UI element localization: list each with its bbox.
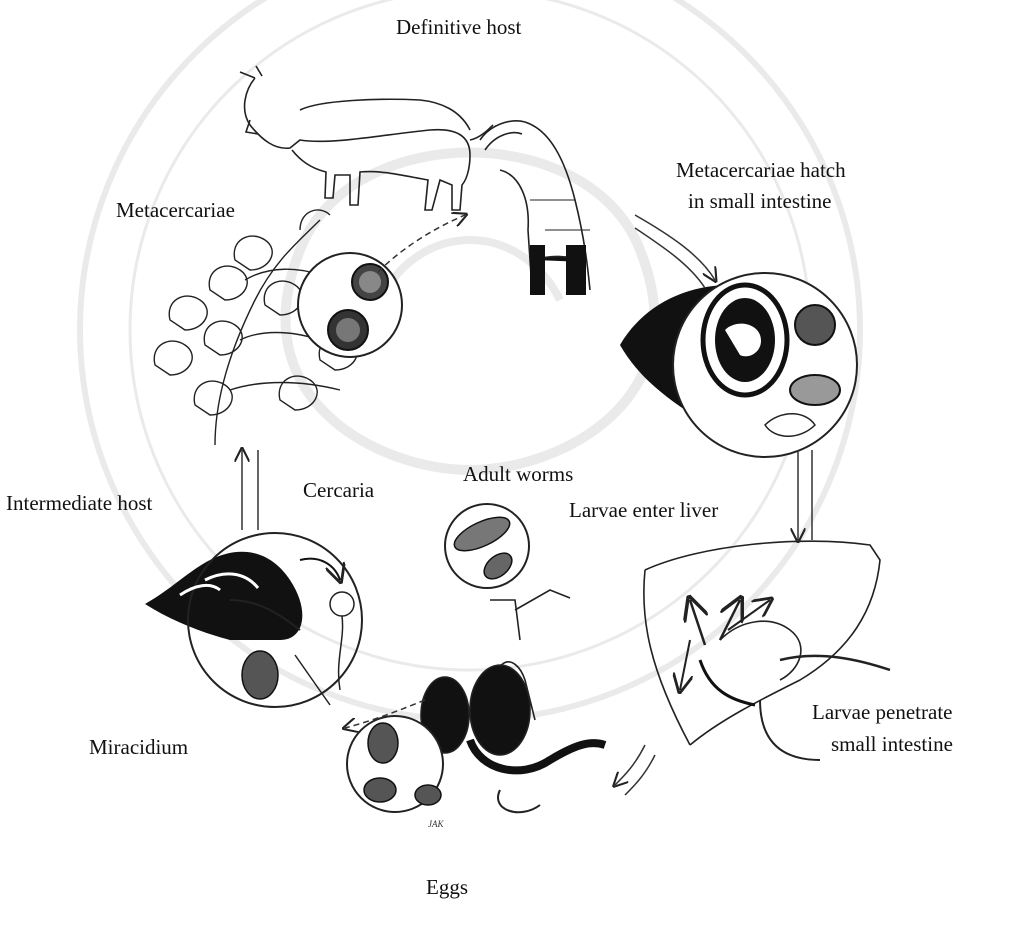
larvae-penetrate-label-2: small intestine [831, 732, 953, 757]
liver-illustration [644, 541, 890, 760]
metacercariae-hatch-label-2: in small intestine [688, 189, 831, 214]
cow-illustration [240, 66, 493, 210]
artist-signature: JAK [428, 819, 444, 829]
eggs-inset [347, 716, 443, 812]
definitive-host-label: Definitive host [396, 15, 521, 40]
head-cross-section [480, 121, 590, 295]
intermediate-host-label: Intermediate host [6, 491, 152, 516]
miracidium-label: Miracidium [89, 735, 188, 760]
snail-inset [145, 533, 362, 707]
metacercariae-hatch-label-1: Metacercariae hatch [676, 158, 846, 183]
larvae-penetrate-label-1: Larvae penetrate [812, 700, 952, 725]
adult-worms-label: Adult worms [463, 462, 573, 487]
adult-worms-inset [445, 504, 529, 588]
metacercariae-label: Metacercariae [116, 198, 235, 223]
larvae-enter-liver-label: Larvae enter liver [569, 498, 718, 523]
metacercariae-inset [298, 253, 402, 357]
eggs-label: Eggs [426, 875, 468, 900]
cercaria-label: Cercaria [303, 478, 374, 503]
bile-duct-illustration [421, 590, 605, 812]
